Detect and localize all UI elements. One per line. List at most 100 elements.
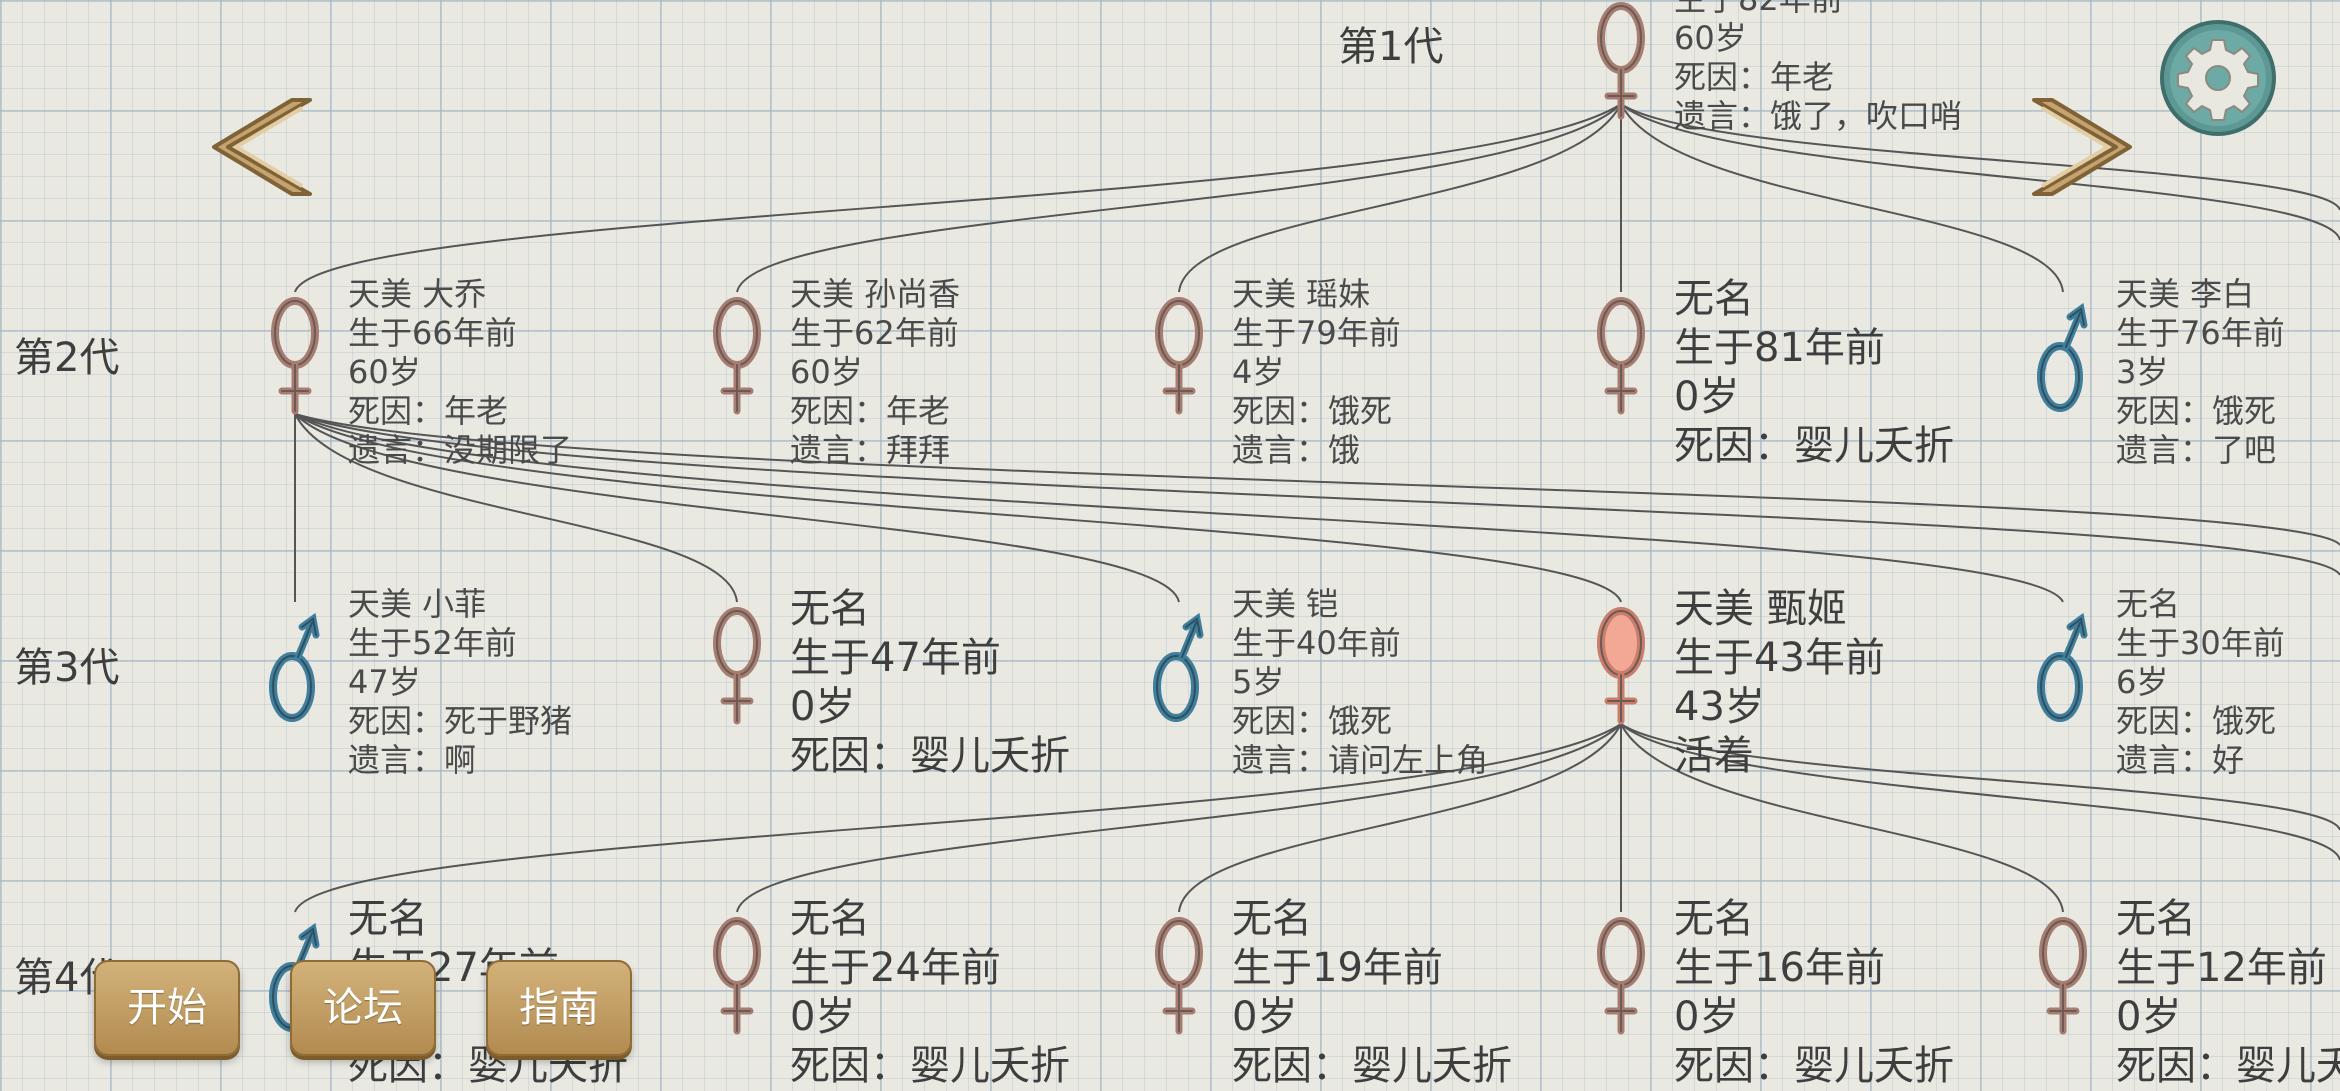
- male-symbol-icon: [268, 605, 322, 725]
- chevron-left-icon[interactable]: [210, 92, 320, 202]
- person-info-line: 死因：死于野猪: [348, 702, 573, 740]
- tree-connection-line: [1178, 103, 1622, 293]
- person-info-line: 无名: [1674, 276, 1754, 322]
- person-info-line: 死因：婴儿夭折: [790, 733, 1070, 779]
- person-info-line: 0岁: [1674, 374, 1740, 420]
- female-symbol-icon: [1594, 295, 1648, 415]
- person-info-line: 天美 李白: [2116, 275, 2255, 313]
- male-symbol-icon: [2036, 605, 2090, 725]
- person-info-line: 生于52年前: [348, 624, 517, 662]
- person-info-line: 死因：年老: [790, 392, 951, 430]
- person-info-line: 生于81年前: [1674, 325, 1885, 371]
- person-info-line: 死因：饿死: [1232, 392, 1393, 430]
- person-info-line: 天美 小菲: [348, 585, 487, 623]
- person-info-line: 47岁: [348, 663, 421, 701]
- person-info-line: 无名: [348, 896, 428, 942]
- female-symbol-icon: [1594, 915, 1648, 1035]
- person-info-line: 天美 甄姬: [1674, 586, 1847, 632]
- tree-connection-line: [294, 413, 2340, 546]
- alive-female-symbol-icon: [1594, 605, 1648, 725]
- person-info-line: 死因：年老: [1674, 58, 1835, 96]
- forum-button[interactable]: 论坛: [290, 960, 436, 1056]
- tree-connection-line: [736, 103, 1622, 293]
- tree-connection-line: [1620, 723, 2340, 831]
- tree-connection-line: [1620, 103, 2064, 293]
- person-info-line: 0岁: [2116, 994, 2182, 1040]
- person-info-line: 60岁: [790, 353, 863, 391]
- tree-connection-line: [294, 413, 2064, 603]
- tree-connection-line: [294, 413, 1180, 603]
- person-info-line: 死因：饿死: [1232, 702, 1393, 740]
- person-info-line: 死因：婴儿夭折: [1674, 423, 1954, 469]
- person-info-line: 生于62年前: [790, 314, 959, 352]
- tree-connection-line: [1620, 723, 2340, 861]
- person-info-line: 死因：年老: [348, 392, 509, 430]
- person-info-line: 生于40年前: [1232, 624, 1401, 662]
- female-symbol-icon: [710, 605, 764, 725]
- person-info-line: 无名: [1674, 896, 1754, 942]
- female-symbol-icon: [1152, 915, 1206, 1035]
- female-symbol-icon: [710, 915, 764, 1035]
- person-info-line: 4岁: [1232, 353, 1285, 391]
- tree-connection-line: [294, 723, 1622, 913]
- start-button[interactable]: 开始: [94, 960, 240, 1056]
- person-info-line: 无名: [2116, 896, 2196, 942]
- person-info-line: 生于79年前: [1232, 314, 1401, 352]
- person-info-line: 0岁: [1674, 994, 1740, 1040]
- female-symbol-icon: [1152, 295, 1206, 415]
- person-info-line: 遗言：了吧: [2116, 431, 2277, 469]
- person-info-line: 生于66年前: [348, 314, 517, 352]
- tree-connection-line: [1178, 723, 1622, 913]
- person-info-line: 死因：婴儿夭折: [2116, 1043, 2340, 1089]
- person-info-line: 43岁: [1674, 684, 1765, 730]
- female-symbol-icon: [2036, 915, 2090, 1035]
- person-info-line: 无名: [790, 586, 870, 632]
- person-info-line: 死因：婴儿夭折: [1232, 1043, 1512, 1089]
- person-info-line: 生于19年前: [1232, 945, 1443, 991]
- person-info-line: 60岁: [348, 353, 421, 391]
- person-info-line: 无名: [1232, 896, 1312, 942]
- person-info-line: 生于76年前: [2116, 314, 2285, 352]
- person-info-line: 死因：婴儿夭折: [790, 1043, 1070, 1089]
- person-info-line: 无名: [2116, 585, 2181, 623]
- person-info-line: 生于82年前: [1674, 0, 1962, 19]
- female-symbol-icon: [268, 295, 322, 415]
- person-info-line: 天美 孙尚香: [790, 275, 961, 313]
- person-info-line: 活着: [1674, 733, 1754, 779]
- gear-icon[interactable]: [2158, 18, 2278, 138]
- person-info-line: 0岁: [790, 994, 856, 1040]
- guide-button[interactable]: 指南: [486, 960, 632, 1056]
- chevron-right-icon[interactable]: [2024, 92, 2134, 202]
- tree-connection-line: [294, 413, 2340, 576]
- tree-connection-line: [1620, 723, 2064, 913]
- female-symbol-icon: [1594, 0, 1648, 120]
- tree-connection-line: [1620, 103, 2340, 241]
- person-info-line: 天美 大乔: [348, 275, 487, 313]
